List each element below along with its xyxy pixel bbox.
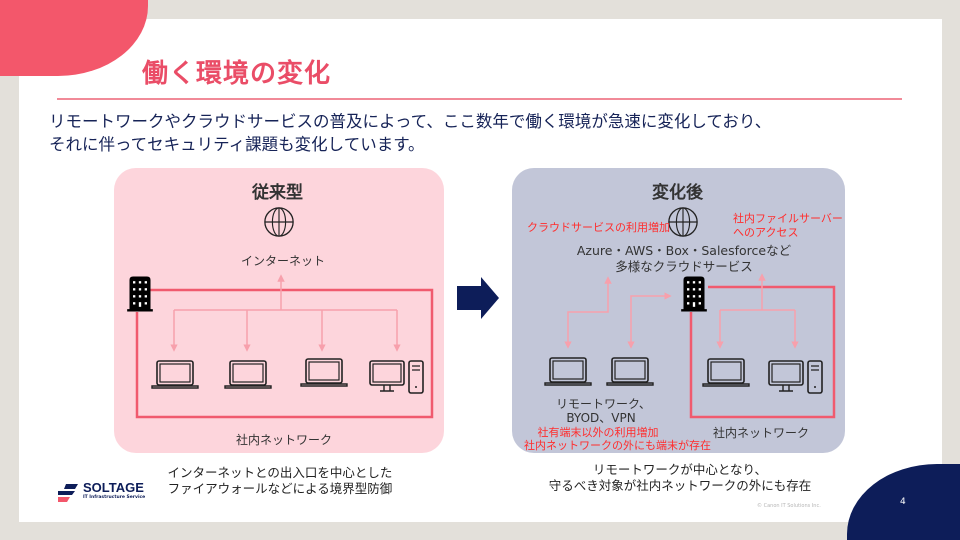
- laptop-icon: [702, 358, 750, 388]
- caption-line: ファイアウォールなどによる境界型防御: [167, 481, 393, 496]
- remote-work-label: リモートワーク、 BYOD、VPN: [556, 397, 651, 425]
- laptop-icon: [544, 357, 592, 387]
- remote-annotation: 社有端末以外の利用増加 社内ネットワークの外にも端末が存在: [524, 426, 711, 452]
- annotation-line: へのアクセス: [733, 226, 799, 239]
- cloud-services-label: Azure・AWS・Box・Salesforceなど 多様なクラウドサービス: [574, 243, 794, 275]
- remote-office-arrow: [627, 292, 672, 349]
- changed-caption: リモートワークが中心となり、 守るべき対象が社内ネットワークの外にも存在: [545, 462, 815, 494]
- logo-tagline: IT Infrastructure Service: [83, 495, 146, 500]
- caption-line: リモートワークが中心となり、: [592, 462, 768, 477]
- traditional-caption: インターネットとの出入口を中心とした ファイアウォールなどによる境界型防御: [160, 465, 400, 497]
- laptop-icon: [606, 357, 654, 387]
- remote-label-line: リモートワーク、: [556, 397, 651, 411]
- page-title: 働く環境の変化: [142, 59, 332, 89]
- logo-name: SOLTAGE: [83, 480, 144, 495]
- annotation-line: 社内ファイルサーバー: [733, 212, 843, 225]
- lead-line-2: それに伴ってセキュリティ課題も変化しています。: [49, 135, 425, 154]
- cloud-services-line: 多様なクラウドサービス: [615, 259, 753, 274]
- fileserver-annotation: 社内ファイルサーバー へのアクセス: [733, 212, 843, 240]
- page-number: 4: [900, 497, 906, 507]
- soltage-logo-mark-icon: [58, 484, 78, 502]
- transition-arrow-icon: [457, 277, 499, 319]
- cloud-usage-annotation: クラウドサービスの利用増加: [527, 221, 670, 234]
- cloud-services-line: Azure・AWS・Box・Salesforceなど: [576, 243, 792, 258]
- changed-title: 変化後: [652, 183, 703, 203]
- annotation-line: 社内ネットワークの外にも端末が存在: [524, 439, 711, 452]
- remote-label-line: BYOD、VPN: [566, 411, 636, 425]
- internal-network-boundary: [689, 285, 836, 419]
- lead-text: リモートワークやクラウドサービスの普及によって、ここ数年で働く環境が急速に変化し…: [49, 110, 771, 156]
- internal-network-label: 社内ネットワーク: [713, 426, 810, 440]
- lead-line-1: リモートワークやクラウドサービスの普及によって、ここ数年で働く環境が急速に変化し…: [49, 112, 772, 131]
- traditional-title: 従来型: [252, 183, 303, 203]
- remote-cloud-arrow: [564, 276, 612, 349]
- caption-line: 守るべき対象が社内ネットワークの外にも存在: [548, 478, 812, 493]
- title-divider: [57, 98, 902, 100]
- internal-network-label: 社内ネットワーク: [236, 433, 333, 447]
- internet-label: インターネット: [241, 254, 326, 268]
- caption-line: インターネットとの出入口を中心とした: [167, 465, 393, 480]
- copyright: © Canon IT Solutions Inc.: [757, 503, 821, 509]
- desktop-pc-icon: [768, 360, 824, 394]
- annotation-line: 社有端末以外の利用増加: [537, 426, 659, 439]
- internal-network-boundary: [135, 288, 434, 419]
- office-building-icon: [680, 274, 708, 314]
